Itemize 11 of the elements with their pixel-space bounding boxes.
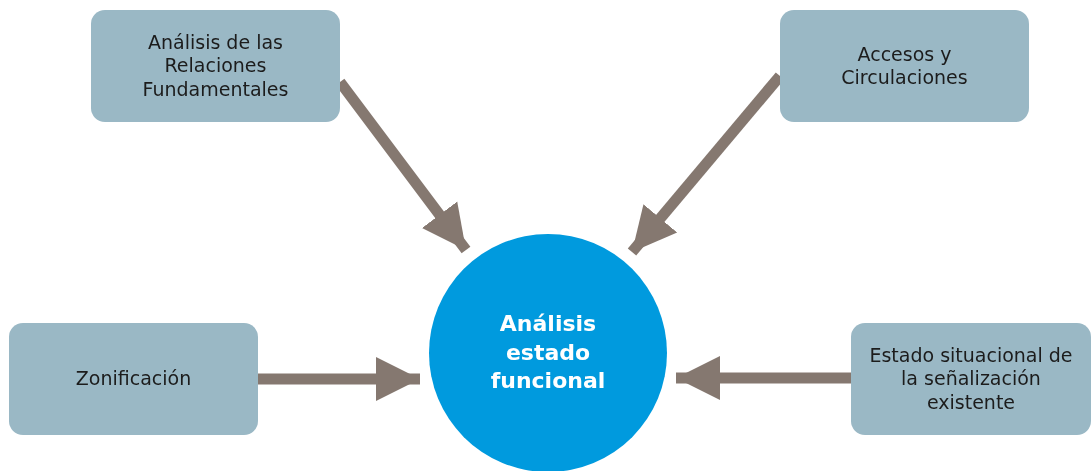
process-box	[780, 10, 1029, 122]
process-box	[91, 10, 340, 122]
arrow	[676, 356, 851, 400]
node-label: Análisis de las Relaciones Fundamentales	[141, 31, 290, 101]
node-label: Accesos y Circulaciones	[840, 42, 969, 90]
node-label: Zonificación	[75, 367, 192, 391]
process-box	[851, 323, 1091, 435]
node-label: Análisis estado funcional	[489, 310, 607, 396]
process-box	[9, 323, 258, 435]
arrow	[258, 357, 420, 401]
node-label: Estado situacional de la señalización existente	[868, 344, 1074, 414]
